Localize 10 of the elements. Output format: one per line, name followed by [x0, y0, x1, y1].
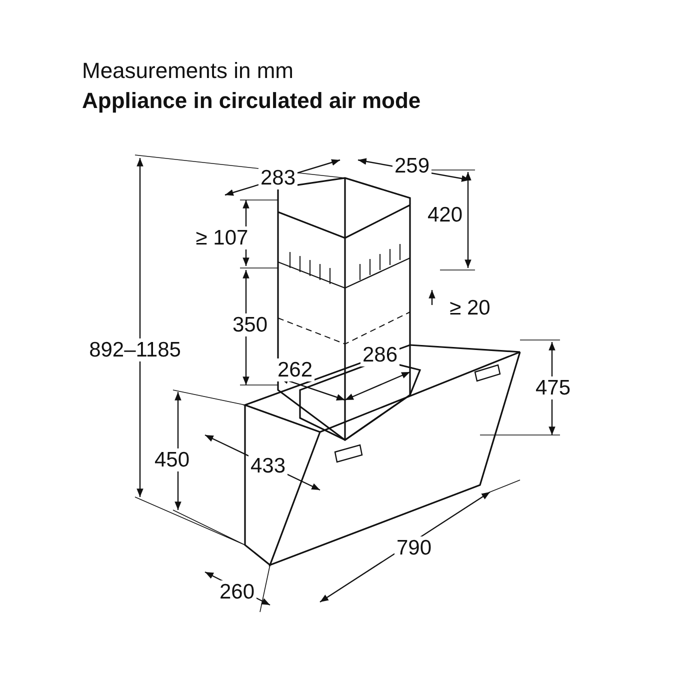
dimension-label: 350: [230, 313, 270, 337]
dimension-label: 450: [152, 448, 192, 472]
dimension-label: 475: [533, 376, 573, 400]
subheading: Appliance in circulated air mode: [82, 88, 421, 114]
dimension-label: 892–1185: [87, 338, 183, 362]
heading: Measurements in mm: [82, 58, 294, 84]
dimension-label: 433: [248, 454, 288, 478]
dimension-label: 283: [258, 166, 298, 190]
dimension-label: ≥ 107: [194, 226, 250, 250]
dimension-label: 262: [275, 358, 315, 382]
